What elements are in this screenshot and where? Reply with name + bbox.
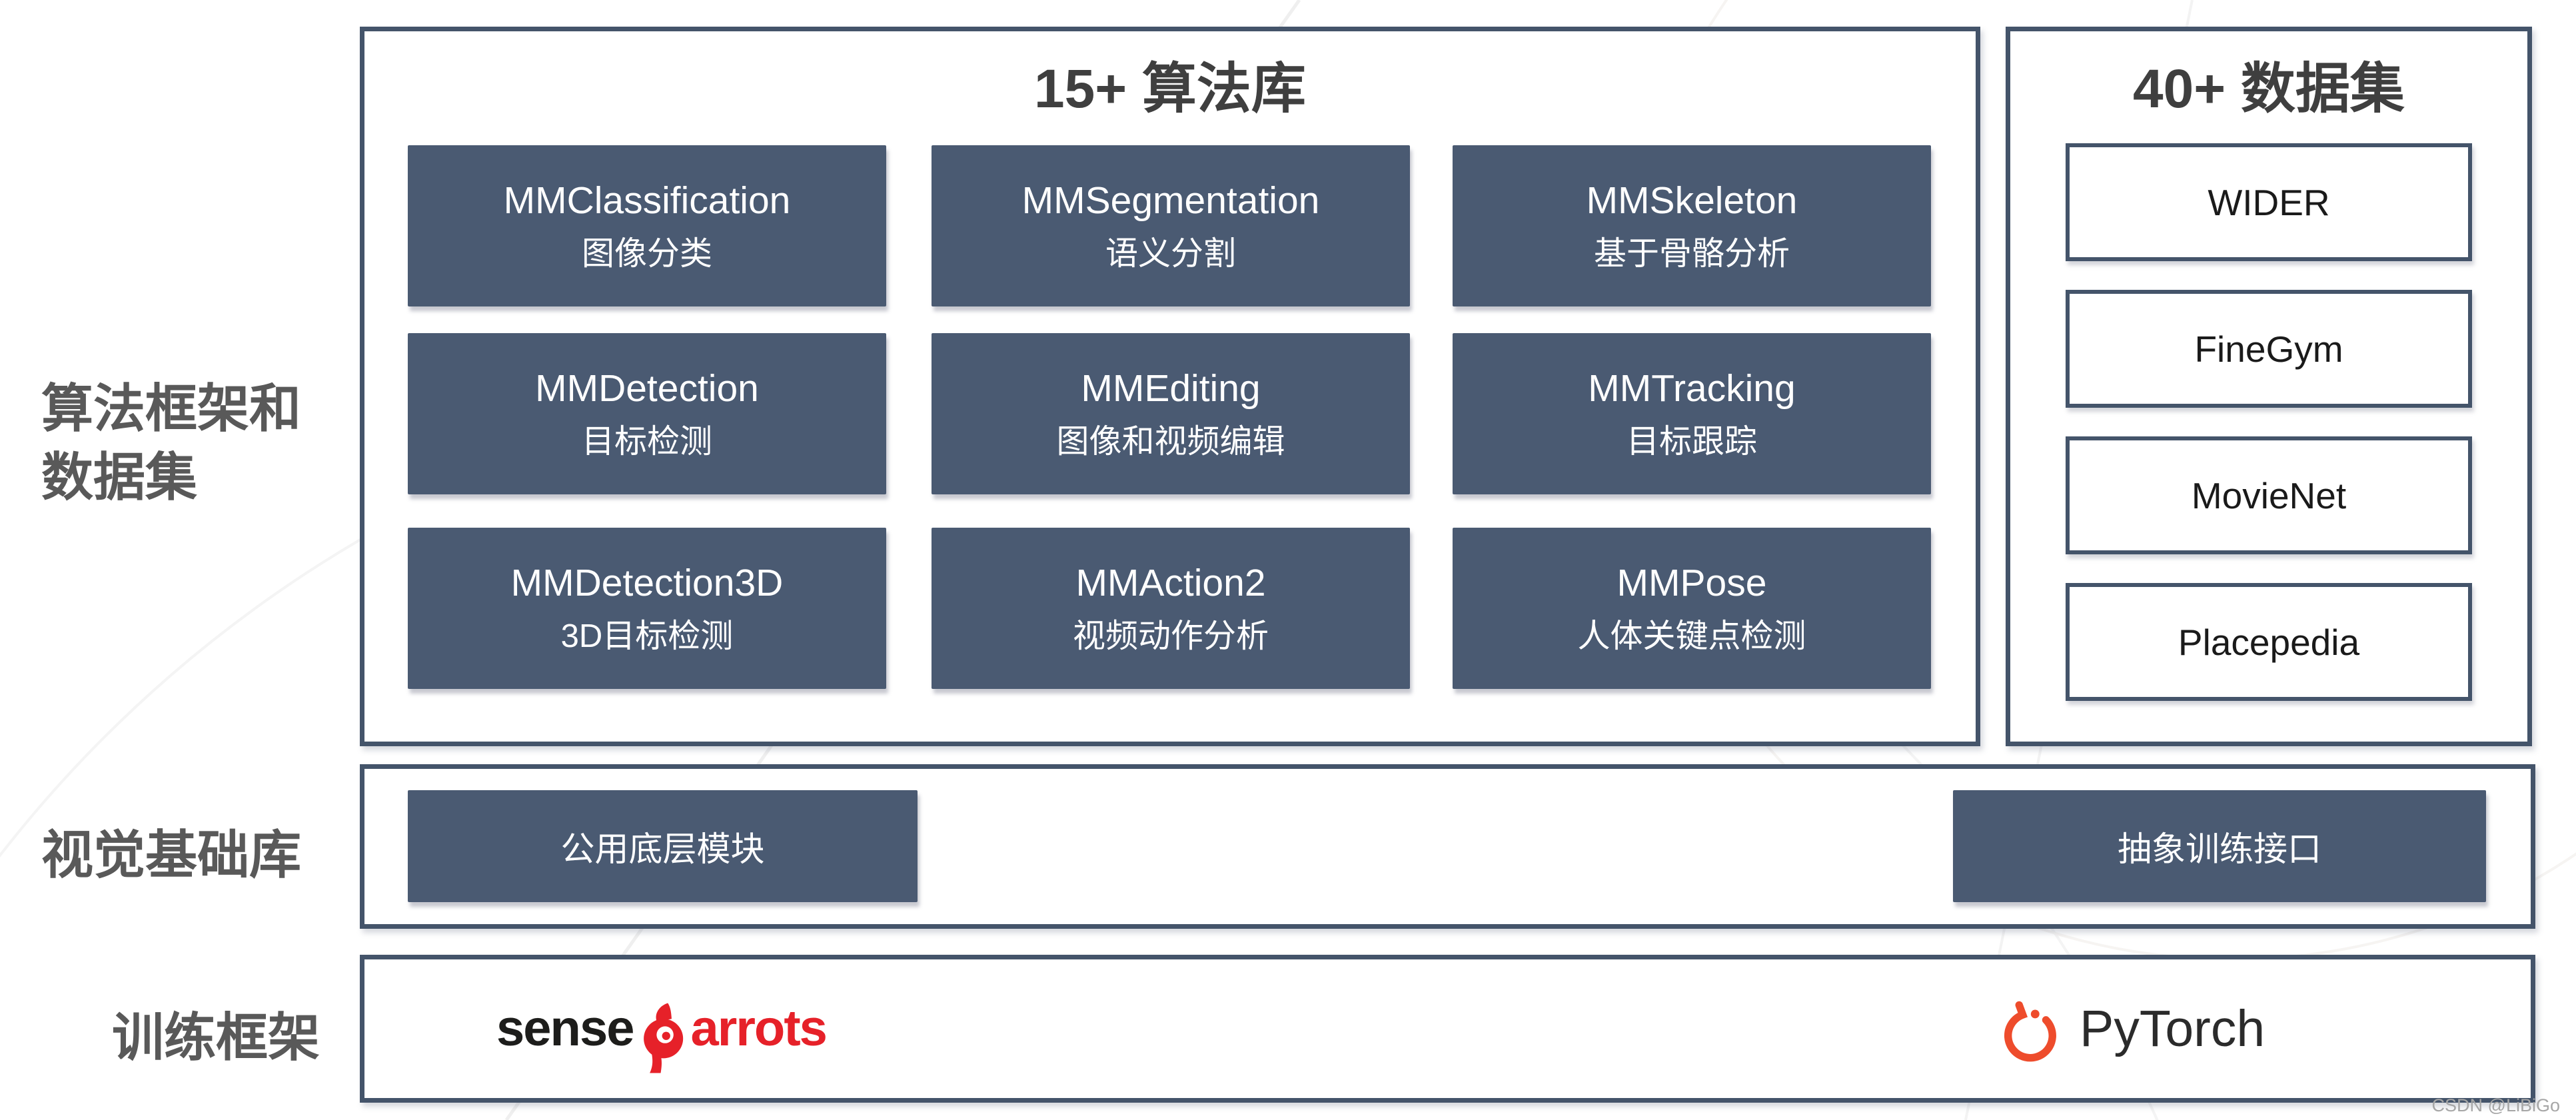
pytorch-logo-text: PyTorch bbox=[2080, 999, 2265, 1057]
box-name: MMTracking bbox=[1588, 367, 1796, 410]
dataset-box-placepedia: Placepedia bbox=[2066, 583, 2472, 701]
box-name: MMClassification bbox=[503, 179, 791, 223]
row-label-training-framework: 训练框架 bbox=[112, 1008, 321, 1067]
box-name: MMEditing bbox=[1081, 367, 1261, 410]
box-mmpose: MMPose 人体关键点检测 bbox=[1453, 528, 1931, 689]
senseparrots-logo-text-sense: sense bbox=[496, 1000, 634, 1057]
box-name: MMDetection3D bbox=[510, 562, 784, 605]
box-desc: 图像分类 bbox=[581, 235, 712, 272]
dataset-box-finegym: FineGym bbox=[2066, 290, 2472, 408]
vision-foundation-panel: 公用底层模块 抽象训练接口 bbox=[360, 764, 2535, 929]
algorithm-libraries-panel: 15+ 算法库 MMClassification 图像分类 MMSegmenta… bbox=[360, 27, 1980, 746]
box-mmtracking: MMTracking 目标跟踪 bbox=[1453, 333, 1931, 494]
box-abstract-training-interface: 抽象训练接口 bbox=[1953, 790, 2486, 902]
box-mmaction2: MMAction2 视频动作分析 bbox=[932, 528, 1410, 689]
box-desc: 基于骨骼分析 bbox=[1593, 235, 1790, 272]
box-common-base-modules: 公用底层模块 bbox=[408, 790, 918, 902]
box-name: MMAction2 bbox=[1075, 562, 1266, 605]
box-desc: 人体关键点检测 bbox=[1577, 618, 1806, 654]
box-desc: 视频动作分析 bbox=[1072, 618, 1269, 654]
box-desc: 目标跟踪 bbox=[1626, 423, 1757, 460]
training-framework-panel: sense arrots PyTorch bbox=[360, 955, 2535, 1103]
box-mmediting: MMEditing 图像和视频编辑 bbox=[932, 333, 1410, 494]
pytorch-flame-icon bbox=[2004, 1001, 2056, 1062]
parrot-icon bbox=[643, 1003, 683, 1073]
watermark: CSDN @LiBiGo bbox=[2431, 1095, 2560, 1115]
box-mmsegmentation: MMSegmentation 语义分割 bbox=[932, 145, 1410, 306]
box-name: MMSegmentation bbox=[1021, 179, 1320, 223]
datasets-panel: 40+ 数据集 WIDER FineGym MovieNet Placepedi… bbox=[2006, 27, 2532, 746]
box-mmclassification: MMClassification 图像分类 bbox=[408, 145, 886, 306]
dataset-box-movienet: MovieNet bbox=[2066, 436, 2472, 554]
pytorch-logo: PyTorch bbox=[1996, 979, 2265, 1078]
senseparrots-logo: sense arrots bbox=[496, 983, 828, 1074]
box-mmskeleton: MMSkeleton 基于骨骼分析 bbox=[1453, 145, 1931, 306]
box-name: MMSkeleton bbox=[1586, 179, 1798, 223]
dataset-box-wider: WIDER bbox=[2066, 143, 2472, 261]
box-desc: 语义分割 bbox=[1105, 235, 1236, 272]
row-label-vision-foundation-library: 视觉基础库 bbox=[41, 826, 302, 884]
row-label-algorithms-and-datasets: 算法框架和 数据集 bbox=[41, 379, 302, 506]
datasets-panel-title: 40+ 数据集 bbox=[2133, 59, 2405, 119]
algorithm-panel-title: 15+ 算法库 bbox=[1034, 59, 1306, 119]
senseparrots-logo-text-arrots: arrots bbox=[690, 1000, 828, 1057]
box-name: MMPose bbox=[1616, 562, 1767, 605]
box-mmdetection3d: MMDetection3D 3D目标检测 bbox=[408, 528, 886, 689]
box-desc: 目标检测 bbox=[581, 423, 712, 460]
box-desc: 图像和视频编辑 bbox=[1056, 423, 1285, 460]
box-desc: 3D目标检测 bbox=[560, 618, 734, 654]
box-name: MMDetection bbox=[535, 367, 759, 410]
box-mmdetection: MMDetection 目标检测 bbox=[408, 333, 886, 494]
